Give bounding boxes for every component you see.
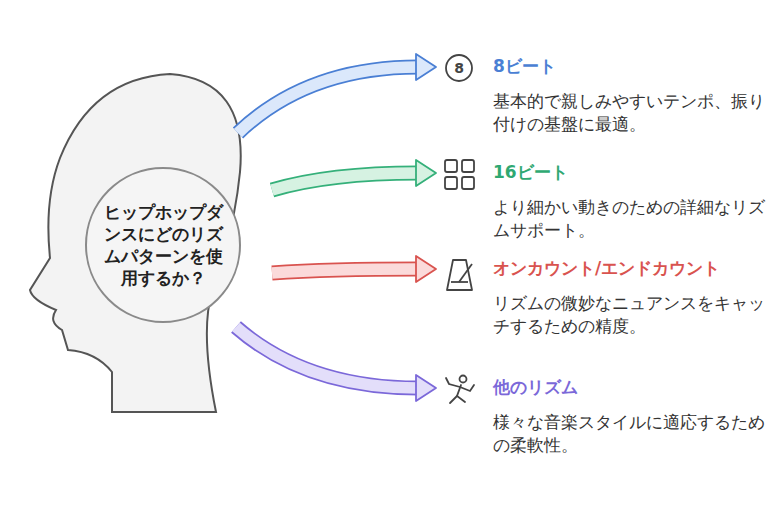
question-text: ヒップホップダンスにどのリズムパターンを使用するか？ [101,201,225,289]
curved-arrow [272,160,436,190]
item-heading: オンカウント/エンドカウント [493,257,765,280]
item-heading: 16ビート [493,161,765,184]
item-description: 様々な音楽スタイルに適応するための柔軟性。 [493,411,765,457]
icon-dancer [446,376,474,404]
rhythm-item: 8ビート基本的で親しみやすいテンポ、振り付けの基盤に最適。 [440,55,765,136]
icon-number: 8 [449,58,469,78]
rhythm-item: オンカウント/エンドカウントリズムの微妙なニュアンスをキャッチするための精度。 [440,257,765,338]
icon-metronome [447,260,472,290]
item-heading: 8ビート [493,55,765,78]
curved-arrow [238,54,436,133]
item-description: リズムの微妙なニュアンスをキャッチするための精度。 [493,292,765,338]
question-circle: ヒップホップダンスにどのリズムパターンを使用するか？ [85,167,241,323]
item-description: 基本的で親しみやすいテンポ、振り付けの基盤に最適。 [493,90,765,136]
rhythm-item: 他のリズム様々な音楽スタイルに適応するための柔軟性。 [440,376,765,457]
head-silhouette [30,74,241,412]
icon-eight [446,55,472,81]
icon-grid [445,160,474,189]
item-description: より細かい動きのための詳細なリズムサポート。 [493,196,765,242]
curved-arrow [272,256,436,282]
rhythm-item: 16ビートより細かい動きのための詳細なリズムサポート。 [440,161,765,242]
item-heading: 他のリズム [493,376,765,399]
curved-arrow [236,327,436,401]
